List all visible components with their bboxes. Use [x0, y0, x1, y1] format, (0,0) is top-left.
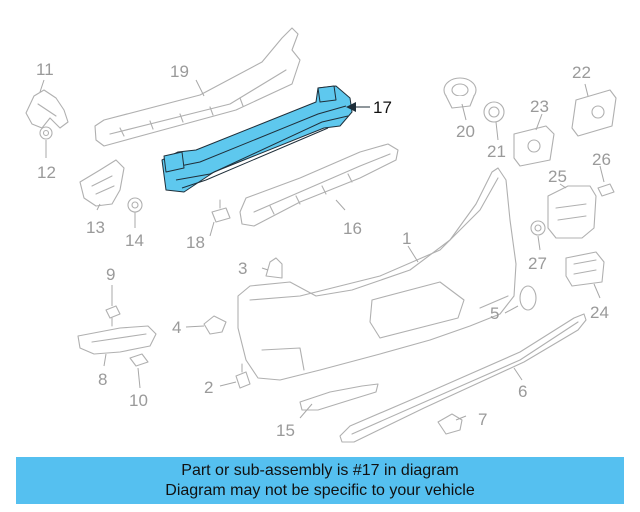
part-11-bracket: [25, 89, 69, 129]
callout-24: 24: [590, 303, 609, 322]
callout-14: 14: [125, 231, 144, 250]
callout-26: 26: [592, 150, 611, 169]
callout-27: 27: [528, 254, 547, 273]
callout-13: 13: [86, 218, 105, 237]
callout-11: 11: [36, 60, 54, 79]
callout-2: 2: [204, 378, 213, 397]
callout-16: 16: [343, 219, 362, 238]
part-8-bracket: [77, 325, 157, 355]
part-23-bracket: [513, 125, 555, 167]
part-15-trim: [299, 383, 379, 411]
part-19-retainer: [94, 27, 301, 147]
callout-8: 8: [98, 370, 107, 389]
part-18-bolt: [211, 199, 231, 223]
part-26-bolt: [597, 183, 615, 197]
part-20-sensor: [443, 77, 477, 109]
caption-banner: Part or sub-assembly is #17 in diagram D…: [16, 457, 624, 504]
callout-23: 23: [530, 97, 549, 116]
part-24-module: [565, 251, 605, 287]
part-6-lower-trim: [339, 313, 587, 443]
part-21-grommet: [483, 101, 505, 123]
callout-15: 15: [276, 421, 295, 440]
callout-18: 18: [186, 233, 205, 252]
callout-1: 1: [402, 229, 411, 248]
part-9-bolt: [105, 305, 121, 327]
callout-22: 22: [572, 63, 591, 82]
part-10-clip: [129, 353, 149, 367]
part-17-bumper-reinforcement: [161, 85, 353, 193]
callout-19: 19: [170, 62, 189, 81]
callout-5: 5: [490, 304, 499, 323]
caption-line-2: Diagram may not be specific to your vehi…: [165, 481, 475, 499]
callout-20: 20: [456, 122, 475, 141]
callout-17: 17: [373, 98, 392, 117]
exploded-parts-diagram: 1 2 3 4 5 6 7 8 9 10 11 12 13 14 15 16 1…: [25, 27, 617, 443]
callout-10: 10: [129, 391, 148, 410]
part-3-clip: [265, 257, 283, 279]
part-12-clip: [39, 126, 53, 140]
part-22-bracket: [571, 89, 617, 137]
part-7-clip: [437, 413, 463, 435]
caption-line-1: Part or sub-assembly is #17 in diagram: [181, 461, 459, 479]
part-2-bolt: [235, 363, 251, 389]
part-25-bracket: [547, 185, 597, 239]
part-13-bracket: [79, 159, 125, 207]
callout-21: 21: [487, 142, 506, 161]
part-5-reflector: [519, 285, 537, 311]
callout-12: 12: [37, 163, 56, 182]
leader-arrow-17: [346, 102, 370, 112]
callout-7: 7: [478, 410, 487, 429]
part-14-nut: [127, 197, 143, 213]
callout-4: 4: [172, 318, 181, 337]
part-1-bumper-cover: [237, 167, 517, 381]
part-27-clip: [530, 220, 546, 236]
callout-9: 9: [106, 265, 115, 284]
callout-3: 3: [238, 259, 247, 278]
callout-6: 6: [518, 382, 527, 401]
callout-25: 25: [548, 167, 567, 186]
leader-lines: [39, 79, 605, 421]
part-4-clip: [203, 315, 227, 335]
part-16-energy-absorber: [239, 143, 399, 227]
